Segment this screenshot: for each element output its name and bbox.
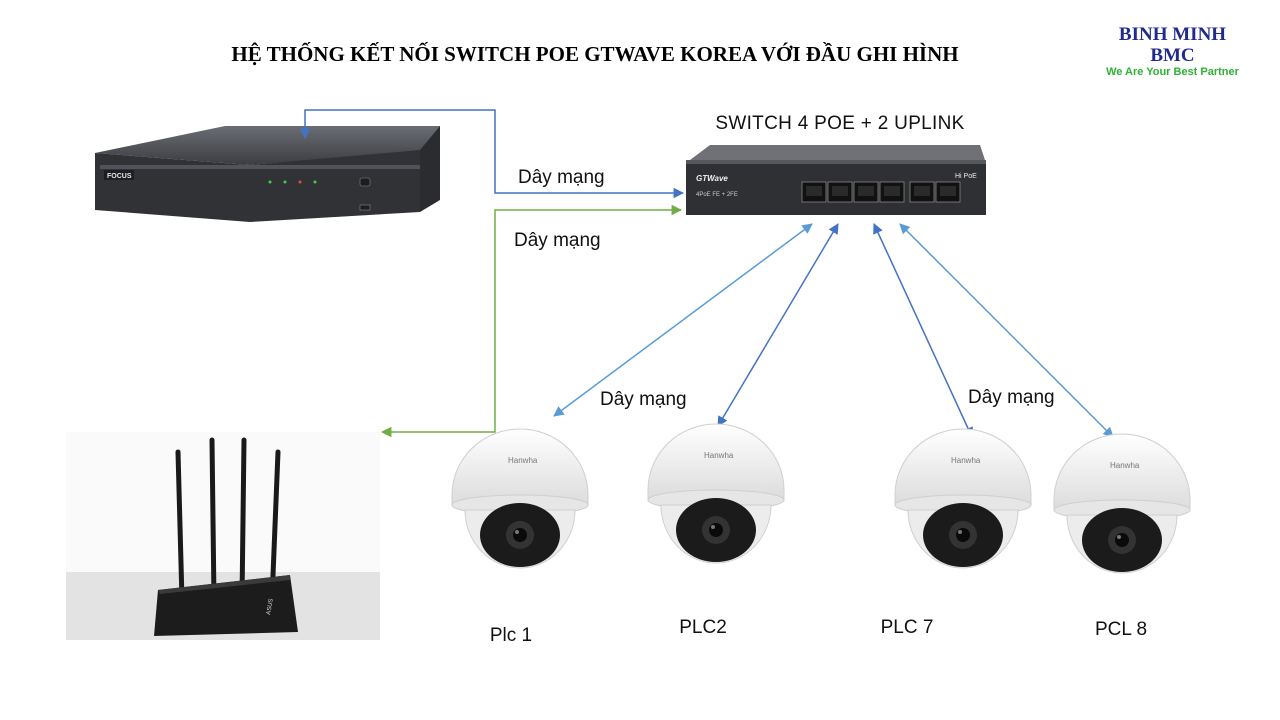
logo-company-name: BINH MINH	[1118, 24, 1227, 45]
camera-1-label: Plc 1	[489, 625, 533, 646]
cable-label-router: Dây mạng	[514, 230, 601, 251]
page-title: HỆ THỐNG KẾT NỐI SWITCH POE GTWAVE KOREA…	[231, 42, 959, 66]
router-brand: ASUS	[266, 598, 275, 615]
cable-label-recorder: Dây mạng	[518, 167, 605, 188]
recorder-brand: FOCUS	[107, 173, 132, 180]
switch-badge: Hi PoE	[955, 173, 977, 180]
camera2-link	[717, 223, 839, 427]
camera-2: Hanwha	[647, 423, 785, 564]
camera4-link	[899, 223, 1114, 438]
router-switch-link	[380, 204, 683, 438]
camera-2-brand: Hanwha	[704, 451, 734, 460]
router-device: ASUS	[66, 432, 380, 640]
camera-3: Hanwha	[894, 428, 1032, 569]
camera-4: Hanwha	[1053, 433, 1191, 574]
camera-3-brand: Hanwha	[951, 456, 981, 465]
recorder-device: FOCUS	[95, 126, 440, 222]
camera-2-label: PLC2	[679, 617, 727, 638]
switch-label: SWITCH 4 POE + 2 UPLINK	[715, 113, 965, 134]
logo-tagline: We Are Your Best Partner	[1106, 66, 1239, 78]
camera1-link	[553, 223, 813, 417]
cable-label-cams-right: Dây mạng	[968, 387, 1055, 408]
switch-brand: GTWave	[696, 174, 728, 183]
camera3-link	[873, 223, 973, 438]
poe-switch-device: GTWave 4PoE FE + 2FE Hi PoE	[686, 145, 986, 215]
camera-4-label: PCL 8	[1094, 619, 1148, 640]
switch-model: 4PoE FE + 2FE	[696, 192, 738, 198]
camera-3-label: PLC 7	[880, 617, 934, 638]
camera-1-brand: Hanwha	[508, 456, 538, 465]
camera-4-brand: Hanwha	[1110, 461, 1140, 470]
recorder-switch-link	[299, 109, 685, 199]
logo-company-abbr: BMC	[1150, 45, 1195, 66]
cable-label-cams-left: Dây mạng	[600, 389, 687, 410]
camera-1: Hanwha	[451, 428, 589, 569]
switch-ports	[801, 181, 961, 203]
